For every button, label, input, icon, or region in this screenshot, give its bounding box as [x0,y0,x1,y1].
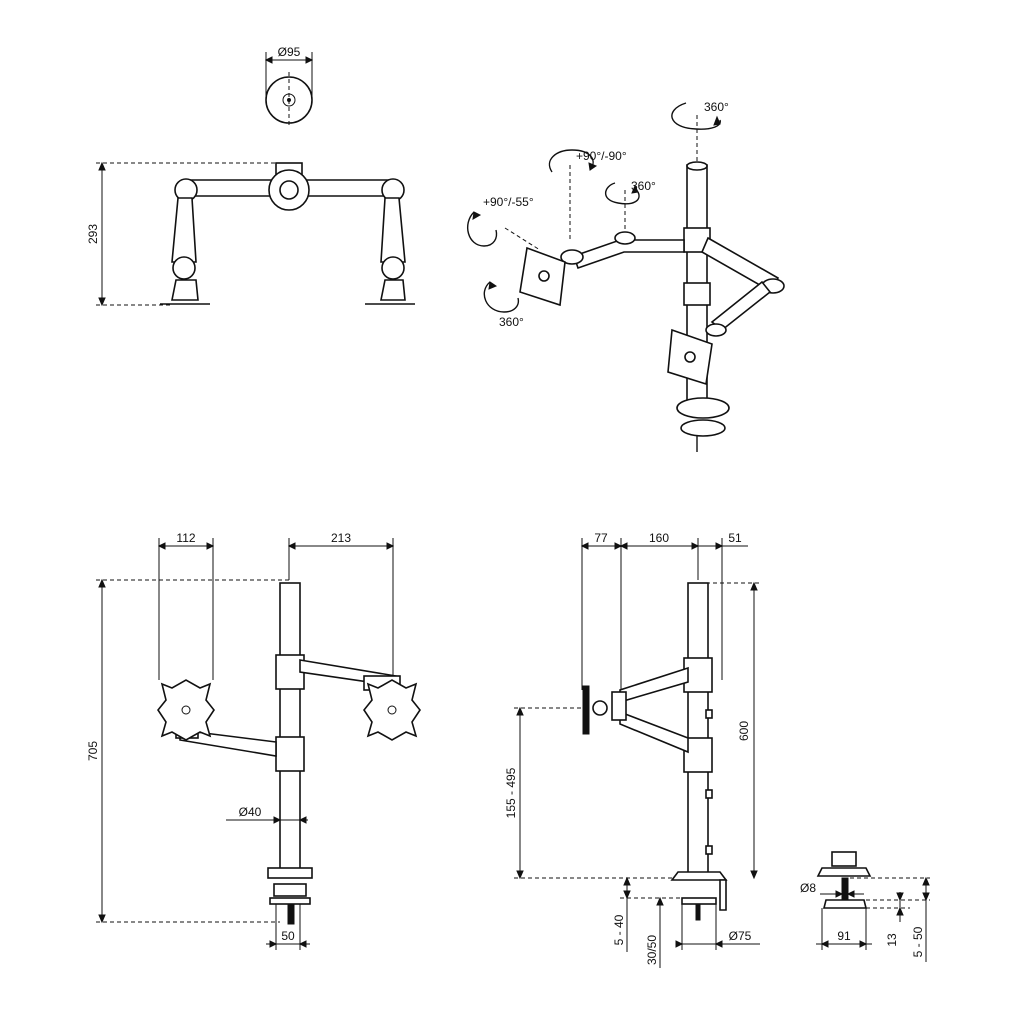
plate-width-label: 112 [176,531,195,545]
pole-diameter-label: Ø40 [239,805,262,819]
twin-arm-elevation: 293 [86,161,415,307]
dim-c-label: 51 [728,531,742,545]
pole-height-label: 600 [737,721,751,741]
arm-reach-label: 213 [331,531,351,545]
dim-b-label: 160 [649,531,669,545]
clamp-depth-label: 30/50 [645,935,659,965]
clamp-diameter-label: Ø75 [729,929,752,943]
base-top-view: Ø95 [264,45,314,128]
adjust-range-label: 155 - 495 [504,767,518,818]
rotation-plate-label: 360° [499,315,524,329]
side-view: 77 160 51 600 155 - 495 5 - 40 30/50 [504,531,760,968]
dim-a-label: 77 [594,531,608,545]
range-label: 5 - 50 [911,926,925,957]
rotation-arm-label: 360° [631,179,656,193]
plate-thickness-label: 13 [885,933,899,947]
front-view: 112 213 705 Ø40 50 [86,531,421,950]
clamp-width-label: 50 [281,929,295,943]
rotation-top-label: 360° [704,100,729,114]
total-height-label: 705 [86,741,100,761]
desk-thickness-label: 5 - 40 [612,914,626,945]
isometric-view: 360° +90°/-90° 360° +90°/-55° 360° [466,100,785,452]
base-width-label: 91 [837,929,851,943]
rotation-side-label: +90°/-55° [483,195,534,209]
clamp-detail: Ø8 91 13 5 - 50 [800,851,930,962]
rotation-tilt-label: +90°/-90° [576,149,627,163]
height-label: 293 [86,224,100,244]
base-diameter-label: Ø95 [278,45,301,59]
bolt-diameter-label: Ø8 [800,881,816,895]
